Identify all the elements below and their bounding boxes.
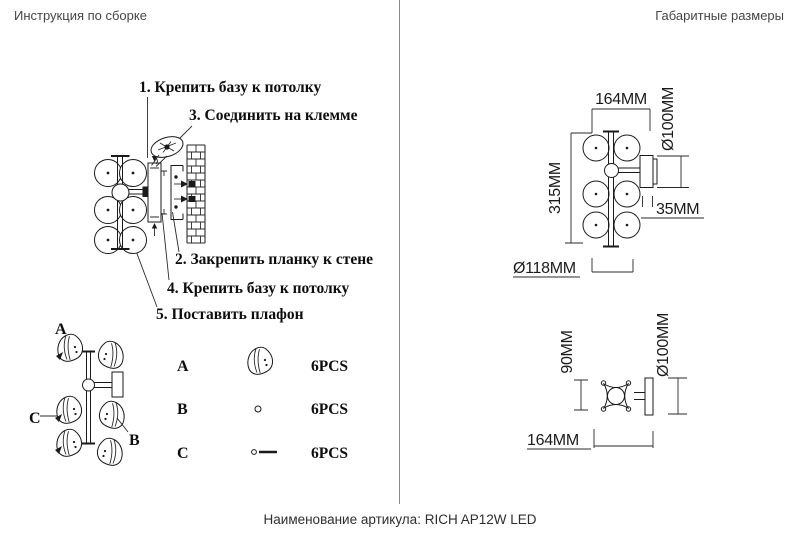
wire-connection-callout [150,136,184,167]
parts-row: A 6PCS [177,346,348,375]
callout-label-c: C [29,410,41,427]
top-view-dimensions: 90MM Ø100MM 164MM [527,313,687,450]
top-shade-diameter-dim: Ø100MM [655,313,672,377]
left-panel-title: Инструкция по сборке [14,8,147,23]
parts-list: A 6PCS B 6PCS C 6PCS [177,346,348,462]
front-width-dim: 164MM [595,91,647,108]
dimensions-diagram: 164MM 315MM Ø100MM 35MM Ø118MM 90MM Ø100… [513,87,704,450]
assembly-step-2: 2. Закрепить планку к стене [175,251,374,268]
part-qty: 6PCS [311,358,348,375]
lampshade-icon [247,346,274,375]
assembly-step-4: 4. Крепить базу к потолку [167,280,350,297]
exploded-view: A C B [29,321,140,466]
front-base-diameter-dim: Ø118MM [513,260,576,277]
front-view-drawing [582,130,658,248]
panel-divider [399,0,400,504]
top-view-drawing [600,377,654,416]
part-qty: 6PCS [311,401,348,418]
mounting-bracket [161,165,184,220]
screw-pin-icon [251,449,277,455]
lampshade-icon [57,333,84,362]
part-id: C [177,445,189,462]
parts-row: B 6PCS [177,401,348,418]
wall-bolt-icon [174,180,196,188]
article-name-footer: Наименование артикула: RICH AP12W LED [263,512,537,527]
part-id: A [177,358,189,375]
lampshade-icon [97,340,124,369]
right-panel-title: Габаритные размеры [655,8,784,23]
wall-lamp-side-view [94,147,162,254]
screw-cap-icon [254,405,262,413]
parts-row: C 6PCS [177,445,348,462]
callout-label-a: A [55,321,67,338]
assembly-step-3: 3. Соединить на клемме [189,107,358,124]
top-depth-dim: 90MM [559,330,576,373]
lampshade-icon [96,437,123,466]
part-qty: 6PCS [311,445,348,462]
lampshade-icon [56,428,83,457]
wall-bolt-icon [174,195,196,203]
brick-wall [174,144,206,244]
step-leader-lines [135,97,193,308]
assembly-step-5: 5. Поставить плафон [156,306,304,323]
lampshade-icon [98,400,125,429]
assembly-diagram: A C B A 6PCS B 6PCS C 6PCS [29,97,348,466]
part-id: B [177,401,188,418]
callout-label-b: B [129,432,140,449]
front-shade-diameter-dim: Ø100MM [660,87,677,151]
front-height-dim: 315MM [547,162,564,214]
top-width-dim: 164MM [527,432,579,449]
front-view-dimensions: 164MM 315MM Ø100MM 35MM Ø118MM [513,87,704,278]
assembly-step-1: 1. Крепить базу к потолку [139,79,322,96]
lampshade-icon [56,395,83,424]
front-bracket-depth-dim: 35MM [656,201,699,218]
